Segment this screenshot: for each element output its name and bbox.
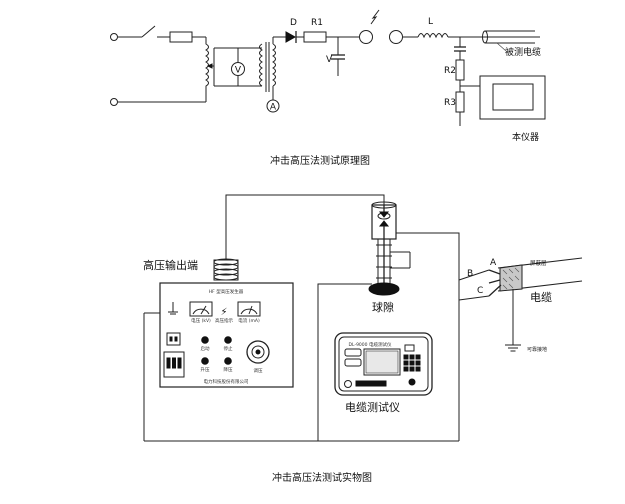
spark-icon bbox=[370, 9, 380, 25]
hv-transformer-secondary bbox=[272, 43, 276, 87]
resistor-r1 bbox=[303, 31, 327, 43]
hv-output-label: 高压输出端 bbox=[143, 258, 198, 272]
physical-caption: 冲击高压法测试实物图 bbox=[272, 471, 372, 484]
start-button[interactable] bbox=[201, 336, 209, 344]
schematic-caption: 冲击高压法测试原理图 bbox=[270, 154, 370, 167]
current-meter-label: 电流 (mA) bbox=[238, 317, 260, 324]
switch bbox=[141, 25, 156, 38]
ground-label: 可靠接地 bbox=[527, 346, 547, 353]
fuse-resistor bbox=[169, 31, 193, 43]
start-button-label: 启动 bbox=[201, 345, 210, 352]
lightning-icon: ⚡ bbox=[220, 307, 227, 318]
stop-button-label: 停止 bbox=[224, 345, 233, 352]
generator-title: HF 型高压发生器 bbox=[209, 288, 244, 295]
capacitor-label: V bbox=[326, 55, 333, 65]
raise-button-label: 升压 bbox=[201, 366, 210, 373]
tester-slot bbox=[355, 380, 387, 387]
tester-keypad[interactable] bbox=[403, 354, 421, 372]
instrument-label: 本仪器 bbox=[512, 131, 539, 143]
sphere-gap-right bbox=[389, 30, 403, 44]
inductor-label: L bbox=[428, 17, 433, 27]
shield-layer bbox=[499, 264, 523, 292]
voltage-meter-label: 电压 (kV) bbox=[191, 317, 211, 324]
raise-button[interactable] bbox=[201, 357, 209, 365]
sphere-gap-left bbox=[359, 30, 373, 44]
tester-label: 电缆测试仪 bbox=[345, 401, 400, 414]
r1-label: R1 bbox=[311, 18, 323, 28]
wire-label-b: B bbox=[467, 269, 473, 279]
hv-output-coil bbox=[213, 258, 239, 281]
r2-label: R2 bbox=[444, 66, 456, 76]
voltage-knob[interactable] bbox=[246, 340, 270, 364]
cable-end bbox=[488, 257, 583, 297]
instrument-box bbox=[479, 75, 546, 120]
voltage-knob-label: 调压 bbox=[254, 367, 263, 374]
input-terminal-top bbox=[110, 33, 118, 41]
hv-transformer-primary bbox=[259, 43, 263, 87]
sphere-gap-label: 球隙 bbox=[372, 300, 394, 314]
lower-button[interactable] bbox=[224, 357, 232, 365]
inductor bbox=[417, 33, 449, 39]
hv-indicator-label: 高压指示 bbox=[215, 317, 233, 324]
instrument-screen bbox=[492, 83, 534, 111]
ammeter-label: A bbox=[270, 103, 277, 113]
shield-label: 屏蔽层 bbox=[530, 259, 547, 267]
stop-button[interactable] bbox=[224, 336, 232, 344]
tester-screen bbox=[363, 348, 401, 376]
circuit-breaker bbox=[163, 351, 185, 378]
tester-port[interactable] bbox=[404, 344, 415, 352]
voltmeter-label: V bbox=[235, 66, 242, 76]
cable-tester: DL-9000 电缆测试仪 bbox=[334, 332, 433, 396]
diode bbox=[285, 31, 297, 43]
tester-power-button[interactable] bbox=[344, 380, 352, 388]
wire-label-c: C bbox=[477, 286, 483, 296]
ammeter bbox=[266, 99, 280, 113]
sphere-gap-base bbox=[368, 282, 400, 296]
power-socket bbox=[166, 332, 181, 346]
sphere-gap-assembly bbox=[368, 201, 411, 296]
cable-label: 被测电缆 bbox=[505, 46, 541, 58]
tester-knob[interactable] bbox=[408, 378, 416, 386]
r3-label: R3 bbox=[444, 98, 456, 108]
physical-diagram: 高压输出端 HF 型高压发生器 电压 (kV) ⚡ 高压指示 电流 (mA) bbox=[143, 194, 583, 484]
tester-title: DL-9000 电缆测试仪 bbox=[349, 341, 392, 348]
wire-label-a: A bbox=[490, 258, 497, 268]
voltmeter bbox=[231, 62, 245, 76]
hv-wire-top bbox=[225, 194, 385, 261]
lower-button-label: 降压 bbox=[224, 366, 233, 373]
schematic: V A D R1 V L bbox=[110, 9, 546, 167]
resistor-r2 bbox=[455, 59, 465, 81]
diode-label: D bbox=[290, 18, 297, 28]
voltage-meter bbox=[189, 301, 213, 317]
generator-footer: 电力科技股份有限公司 bbox=[204, 378, 249, 385]
input-terminal-bottom bbox=[110, 98, 118, 106]
resistor-r3 bbox=[455, 91, 465, 113]
cable-label: 电缆 bbox=[530, 291, 552, 304]
hv-generator: HF 型高压发生器 电压 (kV) ⚡ 高压指示 电流 (mA) bbox=[159, 282, 294, 388]
autotransformer bbox=[205, 37, 209, 102]
current-meter bbox=[237, 301, 261, 317]
